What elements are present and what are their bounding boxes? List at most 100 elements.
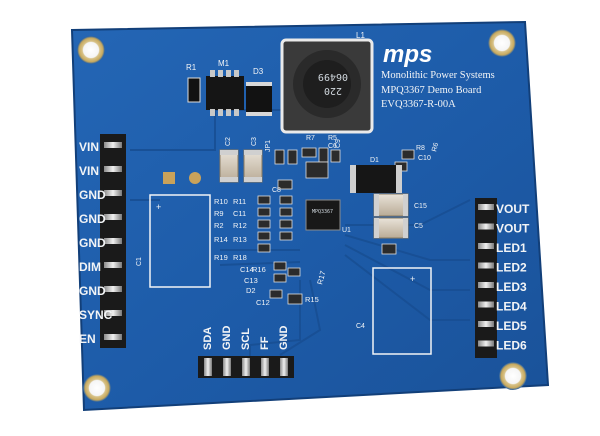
svg-text:R15: R15	[305, 295, 319, 304]
svg-text:R8: R8	[416, 145, 425, 152]
svg-text:C14: C14	[240, 265, 254, 274]
left-header-pin[interactable]	[104, 142, 122, 148]
svg-text:C10: C10	[418, 155, 431, 162]
right-header-pin[interactable]	[478, 204, 494, 210]
bottom-header-label: FF	[259, 336, 271, 350]
capacitor-c2	[219, 149, 239, 183]
inductor-l1: 220 06499	[280, 38, 374, 134]
left-header-pin[interactable]	[104, 262, 122, 268]
bottom-pin-header	[198, 356, 294, 378]
bottom-header-pin[interactable]	[261, 358, 269, 376]
right-header-pin[interactable]	[478, 262, 494, 269]
right-header-label: LED6	[496, 339, 527, 353]
bottom-header-pin[interactable]	[280, 358, 288, 376]
bottom-header-label: GND	[221, 326, 233, 351]
left-header-pin[interactable]	[104, 334, 122, 340]
capacitor-c3	[243, 149, 263, 183]
pad-c1-square	[163, 172, 175, 184]
svg-text:M1: M1	[218, 59, 230, 68]
svg-text:C15: C15	[414, 203, 427, 210]
right-header-label: LED4	[496, 300, 527, 314]
svg-text:L1: L1	[356, 31, 365, 40]
right-header-label: LED5	[496, 319, 527, 333]
right-header-pin[interactable]	[478, 282, 494, 288]
left-header-label: GND	[79, 188, 106, 202]
diode-d3	[246, 82, 272, 116]
svg-text:R5: R5	[328, 135, 337, 142]
bottom-header-label: SDA	[202, 327, 214, 350]
svg-text:C11: C11	[233, 209, 246, 218]
right-header-label: VOUT	[496, 222, 530, 236]
resistor-r1	[187, 77, 201, 103]
left-header-label: VIN	[79, 140, 99, 154]
svg-text:JP1: JP1	[265, 140, 272, 152]
svg-text:R13: R13	[233, 235, 247, 244]
svg-text:R2: R2	[214, 221, 224, 230]
svg-text:R14: R14	[214, 235, 228, 244]
right-header-label: LED2	[496, 261, 527, 275]
svg-text:D1: D1	[370, 157, 379, 164]
svg-text:C4: C4	[356, 323, 365, 330]
capacitor-c1-footprint	[149, 194, 211, 288]
right-header-pin[interactable]	[478, 340, 494, 347]
left-header-pin[interactable]	[104, 214, 122, 220]
right-header-pin[interactable]	[478, 301, 494, 308]
mount-hole-top-right	[488, 29, 516, 57]
left-header-pin[interactable]	[104, 190, 122, 196]
pad-c1-round	[189, 172, 201, 184]
svg-text:R12: R12	[233, 221, 247, 230]
passive-below-c5	[381, 243, 397, 255]
capacitor-c4-footprint	[372, 267, 432, 355]
right-header-label: LED1	[496, 241, 527, 255]
mount-hole-bottom-right	[499, 362, 527, 390]
right-header-pin[interactable]	[478, 321, 494, 327]
right-pin-header	[475, 198, 497, 358]
bottom-header-label: SCL	[240, 328, 252, 350]
svg-text:C9: C9	[335, 139, 342, 148]
mosfet-m1	[206, 70, 244, 116]
svg-text:R17: R17	[315, 270, 327, 286]
left-header-label: VIN	[79, 164, 99, 178]
svg-text:R11: R11	[233, 197, 246, 206]
right-header-pin[interactable]	[478, 243, 494, 249]
capacitor-c5	[373, 217, 409, 239]
mps-logo: mps	[383, 41, 432, 68]
svg-text:+: +	[410, 274, 415, 284]
board-part-number: EVQ3367-R-00A	[381, 99, 456, 110]
svg-text:C12: C12	[256, 298, 270, 307]
left-header-label: GND	[79, 236, 106, 250]
svg-text:D2: D2	[246, 286, 256, 295]
left-header-pin[interactable]	[104, 286, 122, 292]
svg-text:C5: C5	[414, 223, 423, 230]
mount-hole-top-left	[77, 36, 105, 64]
bottom-header-pin[interactable]	[242, 358, 250, 376]
left-header-pin[interactable]	[104, 238, 122, 244]
ic-u1: MPQ3367	[305, 199, 341, 231]
left-header-label: GND	[79, 284, 106, 298]
left-header-label: SYNC	[79, 308, 113, 322]
left-header-pin[interactable]	[104, 310, 122, 316]
svg-text:C2: C2	[225, 137, 232, 146]
svg-text:+: +	[156, 202, 161, 212]
svg-text:R6: R6	[431, 142, 440, 153]
board-title: MPQ3367 Demo Board	[381, 85, 482, 96]
left-pin-header	[100, 134, 126, 348]
bottom-header-label: GND	[278, 326, 290, 351]
left-header-pin[interactable]	[104, 166, 122, 172]
right-header-label: VOUT	[496, 202, 530, 216]
svg-text:06499: 06499	[318, 71, 348, 82]
svg-text:R16: R16	[252, 265, 266, 274]
svg-text:D3: D3	[253, 67, 264, 76]
right-header-pin[interactable]	[478, 223, 494, 230]
bottom-header-pin[interactable]	[204, 358, 212, 376]
left-header-label: GND	[79, 212, 106, 226]
svg-text:R18: R18	[233, 253, 247, 262]
svg-text:C6: C6	[328, 143, 337, 150]
svg-text:C8: C8	[272, 187, 281, 194]
mount-hole-bottom-left	[83, 374, 111, 402]
left-header-label: DIM	[79, 260, 101, 274]
svg-text:C13: C13	[244, 276, 258, 285]
bottom-header-pin[interactable]	[223, 358, 231, 376]
svg-text:R1: R1	[186, 63, 197, 72]
